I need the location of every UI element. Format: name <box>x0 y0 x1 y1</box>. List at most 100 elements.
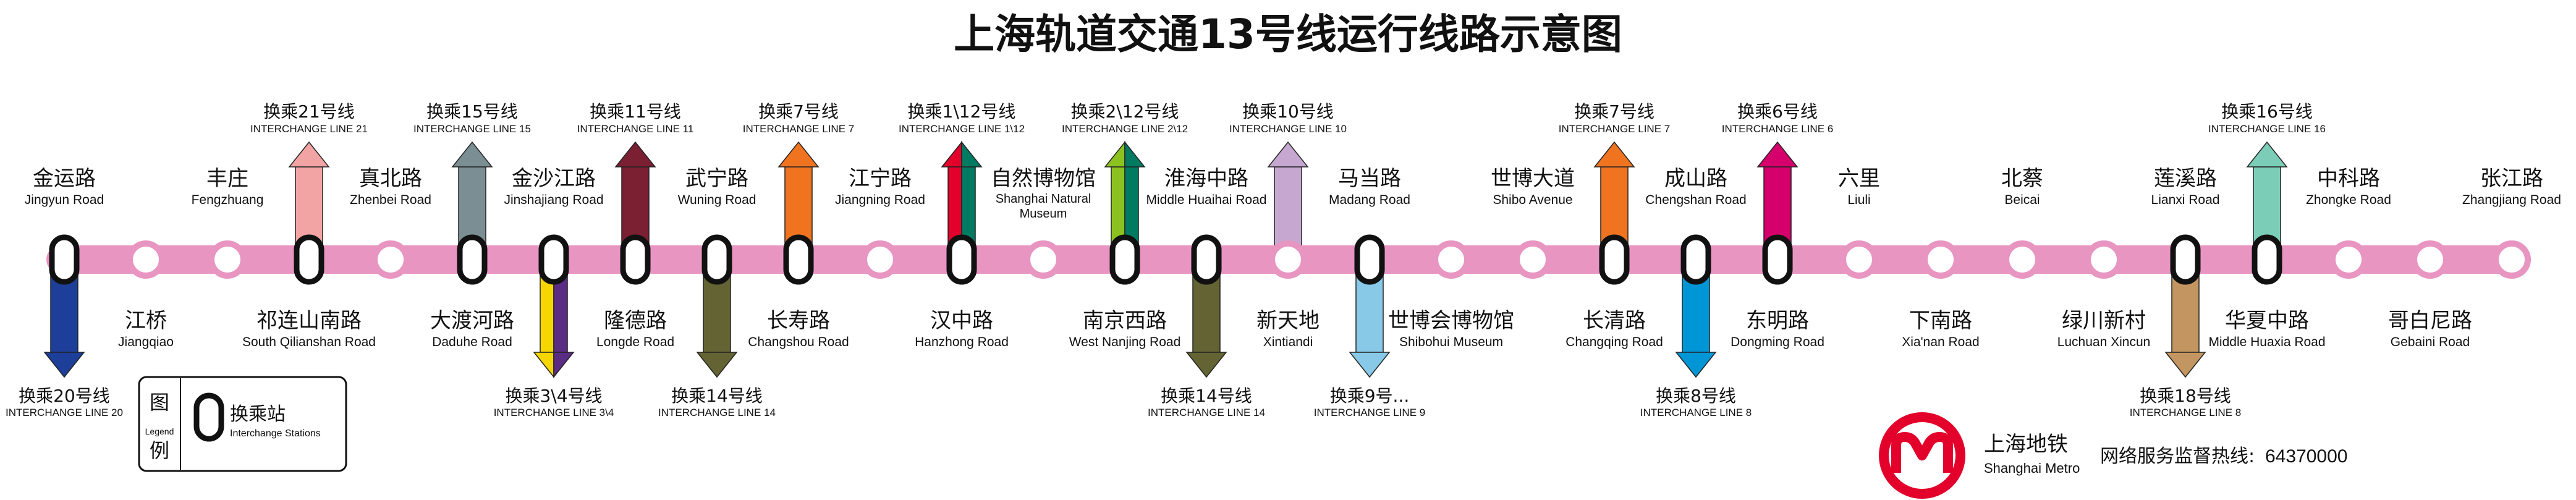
station-name-en: Jinshajiang Road <box>504 193 603 207</box>
footer: 上海地铁 Shanghai Metro 网络服务监督热线: 64370000 <box>1879 412 2347 499</box>
station-name: 北蔡 <box>2001 166 2043 191</box>
transfer-label: 换乘18号线 <box>2140 386 2231 406</box>
station-name: 六里 <box>1838 166 1880 191</box>
station-name: 武宁路 <box>685 166 748 191</box>
station-name: 金运路 <box>33 166 96 191</box>
transfer-label: 换乘7号线 <box>1574 101 1654 122</box>
station-name-en: Xintiandi <box>1263 335 1313 349</box>
station-name-en: Zhongke Road <box>2306 193 2391 207</box>
station-name-en: Xia'nan Road <box>1902 335 1979 349</box>
logo-label-en: Shanghai Metro <box>1984 460 2080 476</box>
transfer-label-en: INTERCHANGE LINE 3\4 <box>494 407 614 418</box>
interchange-station-marker <box>783 234 814 285</box>
station-name-en: Madang Road <box>1329 193 1410 207</box>
transfer-label-en: INTERCHANGE LINE 10 <box>1229 123 1347 135</box>
interchange-station-marker <box>1599 234 1630 285</box>
transfer-label: 换乘9号... <box>1330 386 1410 406</box>
station-marker <box>208 240 247 279</box>
station-name: 世博会博物馆 <box>1388 308 1514 333</box>
station-name-en: Middle Huaihai Road <box>1146 193 1267 207</box>
legend-item-label: 换乘站 <box>230 404 286 425</box>
interchange-station-marker <box>620 234 651 285</box>
interchange-station-marker <box>701 234 732 285</box>
transfer-label-en: INTERCHANGE LINE 21 <box>250 123 368 135</box>
transfer-label: 换乘14号线 <box>1161 386 1252 406</box>
station-name-en: Daduhe Road <box>432 335 512 349</box>
station-marker <box>127 240 165 279</box>
transfer-label-en: INTERCHANGE LINE 16 <box>2208 123 2326 135</box>
station-name: 南京西路 <box>1083 308 1167 333</box>
station-name: 中科路 <box>2317 166 2380 191</box>
transfer-label-en: INTERCHANGE LINE 2\12 <box>1062 123 1188 135</box>
transfer-label: 换乘10号线 <box>1242 101 1334 122</box>
station-marker <box>1269 240 1307 279</box>
station-name-en: Longde Road <box>596 335 674 349</box>
transfer-label-en: INTERCHANGE LINE 14 <box>1148 407 1265 418</box>
station-marker <box>2493 240 2531 279</box>
station-marker <box>2329 240 2368 279</box>
station-name: 丰庄 <box>206 166 248 191</box>
station-name: 绿川新村 <box>2062 308 2146 333</box>
station-marker <box>2411 240 2449 279</box>
transfer-label-en: INTERCHANGE LINE 7 <box>743 123 854 135</box>
transfer-label-en: INTERCHANGE LINE 7 <box>1559 123 1670 135</box>
legend-title-bottom: 例 <box>150 439 169 462</box>
legend-title-en: Legend <box>145 426 174 436</box>
station-name: 自然博物馆 <box>991 166 1096 191</box>
legend-box <box>138 376 347 472</box>
interchange-station-marker <box>538 234 569 285</box>
interchange-station-marker <box>1762 234 1793 285</box>
transfer-label: 换乘11号线 <box>590 101 681 122</box>
transfer-label-en: INTERCHANGE LINE 11 <box>577 123 694 135</box>
station-name: 哥白尼路 <box>2388 308 2472 333</box>
transfer-label-en: INTERCHANGE LINE 9 <box>1314 407 1425 418</box>
station-name: 淮海中路 <box>1164 166 1248 191</box>
station-name-en: South Qilianshan Road <box>242 335 376 349</box>
station-name: 真北路 <box>359 166 422 191</box>
shanghai-metro-logo-icon <box>1879 412 1965 499</box>
station-name: 张江路 <box>2480 166 2543 191</box>
station-name: 东明路 <box>1746 308 1809 333</box>
station-name-en: Beicai <box>2004 193 2040 207</box>
station-name-en: Shibohui Museum <box>1399 335 1503 349</box>
interchange-station-marker <box>49 234 80 285</box>
station-name-en: Wuning Road <box>678 193 756 207</box>
hotline-number: 64370000 <box>2265 446 2347 467</box>
station-marker <box>1921 240 1960 279</box>
transfer-label-en: INTERCHANGE LINE 8 <box>1640 407 1752 418</box>
legend-title-top: 图 <box>150 391 169 414</box>
transfer-label: 换乘7号线 <box>758 101 839 122</box>
interchange-station-marker <box>1680 234 1711 285</box>
station-name: 新天地 <box>1256 308 1320 333</box>
station-marker <box>1840 240 1878 279</box>
transfer-label: 换乘2\12号线 <box>1071 101 1179 122</box>
station-name: 下南路 <box>1909 308 1972 333</box>
logo-label-cn: 上海地铁 <box>1984 432 2068 457</box>
station-marker <box>1514 240 1552 279</box>
transfer-label: 换乘6号线 <box>1737 101 1818 122</box>
station-marker <box>1432 240 1470 279</box>
station-name-en: Fengzhuang <box>192 193 264 207</box>
page-title: 上海轨道交通13号线运行线路示意图 <box>954 11 1622 58</box>
station-name-en: West Nanjing Road <box>1069 335 1181 349</box>
station-name-en: Shanghai Natural <box>996 192 1091 206</box>
transfer-label-en: INTERCHANGE LINE 14 <box>658 407 776 418</box>
station-name: 金沙江路 <box>512 166 596 191</box>
station-name: 长清路 <box>1583 308 1646 333</box>
station-name-en: Zhangjiang Road <box>2462 193 2561 207</box>
station-name: 世博大道 <box>1491 166 1575 191</box>
interchange-station-marker <box>946 234 977 285</box>
transfer-label: 换乘20号线 <box>19 386 110 406</box>
station-name-en: Middle Huaxia Road <box>2208 335 2325 349</box>
interchange-station-marker <box>294 234 324 285</box>
station-marker <box>2003 240 2041 279</box>
station-name-en: Luchuan Xincun <box>2057 335 2151 349</box>
station-marker <box>2085 240 2123 279</box>
station-name-en: Shibo Avenue <box>1493 193 1572 207</box>
transfer-label: 换乘21号线 <box>263 101 355 122</box>
interchange-station-marker <box>1109 234 1140 285</box>
legend: 图 例 Legend 换乘站 Interchange Stations <box>138 376 347 472</box>
station-name-en: Jiangning Road <box>835 193 925 207</box>
